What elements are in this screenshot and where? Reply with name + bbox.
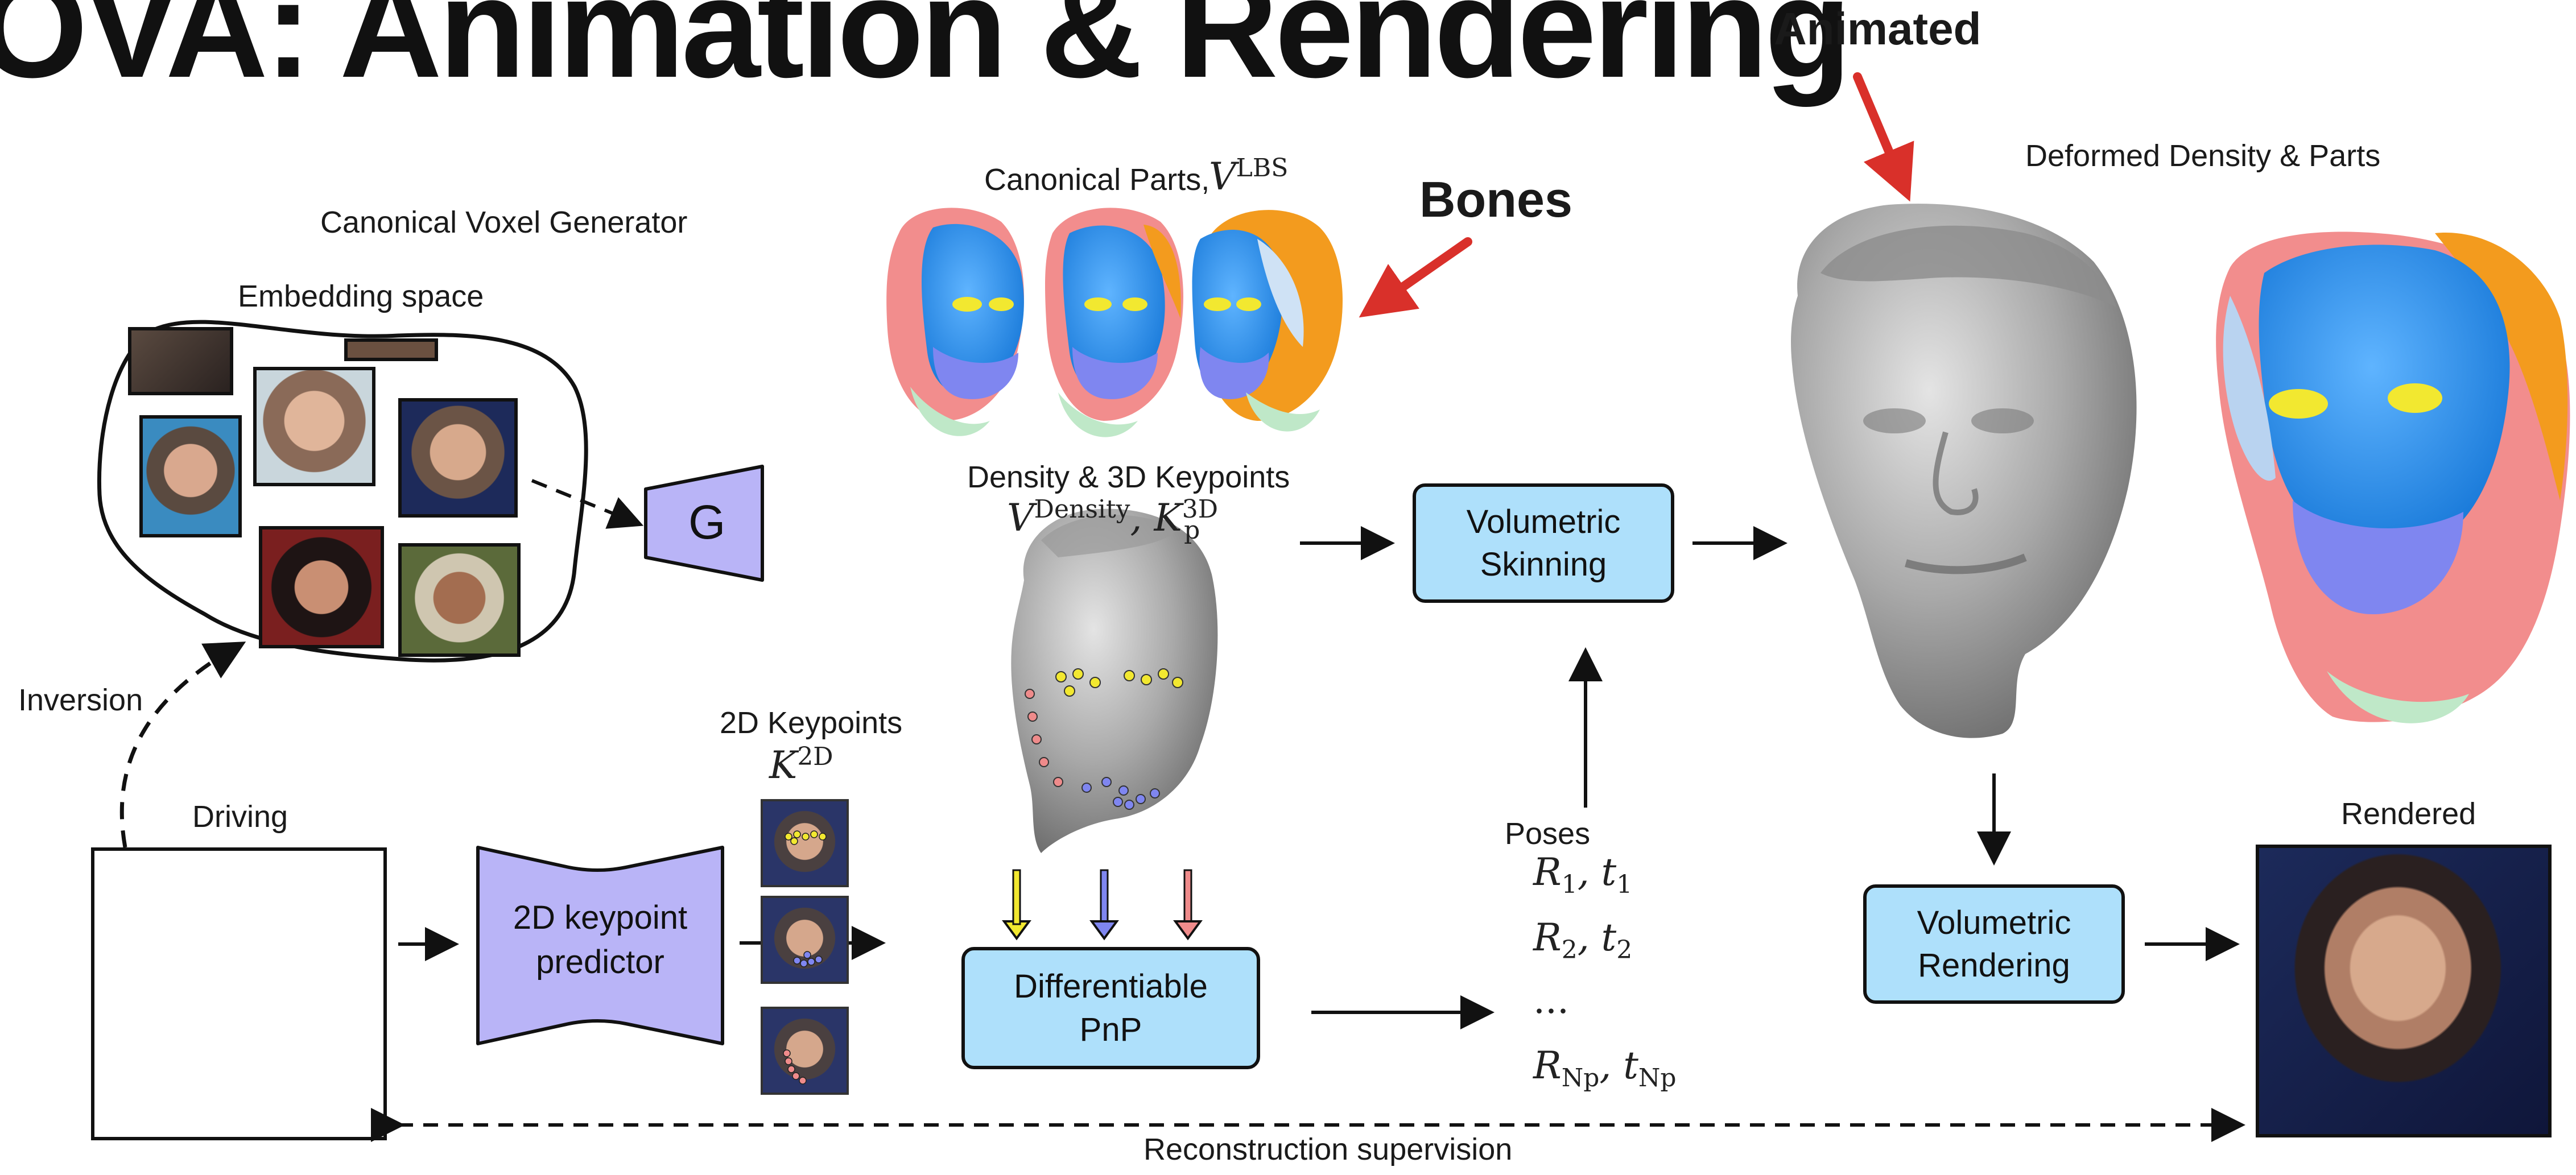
generator-label: G	[688, 495, 725, 550]
red-keypoints-icon	[763, 1009, 847, 1093]
pose-2: R2, t2	[1533, 916, 1632, 965]
canonical-head-1	[886, 208, 1024, 436]
arrowhead-blue	[1092, 921, 1117, 938]
keypoints-2d-symbol: K2D	[769, 742, 833, 787]
canonical-parts-symbol: VLBS	[1209, 154, 1288, 198]
deformed-density-parts-label: Deformed Density & Parts	[2025, 138, 2380, 173]
differentiable-pnp-box: Differentiable PnP	[961, 947, 1260, 1069]
pose-n: RNp, tNp	[1533, 1044, 1677, 1093]
bones-arrow	[1374, 242, 1468, 307]
embedding-face-thumbnail	[398, 398, 518, 518]
pose-1: R1, t1	[1533, 850, 1632, 899]
density-keypoints-label: Density & 3D Keypoints	[967, 460, 1290, 495]
volumetric-skinning-line2: Skinning	[1467, 543, 1621, 586]
inversion-label: Inversion	[18, 682, 143, 718]
density-head	[1011, 509, 1217, 853]
bones-label: Bones	[1419, 171, 1572, 229]
arrowhead-red	[1175, 921, 1200, 938]
deformed-parts-head	[2216, 232, 2570, 723]
keypoint-thumbnail-red	[761, 1007, 849, 1095]
reconstruction-supervision-label: Reconstruction supervision	[1143, 1132, 1512, 1167]
driving-label: Driving	[192, 799, 288, 834]
embedding-face-thumbnail	[253, 367, 375, 486]
embedding-face-thumbnail	[128, 327, 233, 395]
differentiable-pnp-line1: Differentiable	[1014, 965, 1208, 1008]
embedding-face-thumbnail	[139, 415, 242, 537]
rendered-label: Rendered	[2341, 796, 2476, 831]
density-keypoints-symbol: VDensity, K3Dp	[1007, 495, 1200, 545]
poses-label: Poses	[1505, 816, 1590, 851]
pose-ellipsis: ...	[1533, 978, 1569, 1022]
canonical-head-3	[1192, 210, 1343, 431]
volumetric-rendering-line1: Volumetric	[1917, 901, 2071, 944]
animated-label: Animated	[1774, 3, 1981, 55]
canonical-head-2	[1045, 208, 1183, 437]
volumetric-rendering-line2: Rendering	[1917, 944, 2071, 987]
volumetric-skinning-box: Volumetric Skinning	[1413, 483, 1674, 603]
volumetric-rendering-box: Volumetric Rendering	[1863, 884, 2125, 1004]
keypoint-thumbnail-yellow	[761, 799, 849, 887]
embedding-face-thumbnail	[259, 526, 384, 648]
keypoint-predictor-line1: 2D keypoint	[481, 896, 720, 940]
deformed-gray-head	[1791, 204, 2137, 738]
animated-arrow	[1857, 77, 1903, 185]
rendered-image	[2256, 845, 2552, 1137]
keypoint-predictor-line2: predictor	[481, 940, 720, 984]
yellow-keypoints-icon	[763, 801, 847, 885]
keypoint-predictor-label: 2D keypoint predictor	[481, 896, 720, 985]
canonical-parts-label: Canonical Parts,	[984, 162, 1209, 197]
keypoints-2d-label: 2D Keypoints	[720, 705, 902, 740]
canonical-voxel-generator-label: Canonical Voxel Generator	[320, 205, 687, 240]
driving-image	[91, 847, 387, 1140]
embedding-face-thumbnail	[344, 338, 438, 361]
blue-keypoints-icon	[763, 898, 847, 982]
embedding-face-thumbnail	[398, 543, 521, 657]
volumetric-skinning-line1: Volumetric	[1467, 500, 1621, 543]
keypoint-thumbnail-blue	[761, 896, 849, 984]
embedding-space-label: Embedding space	[238, 279, 484, 314]
differentiable-pnp-line2: PnP	[1014, 1008, 1208, 1051]
